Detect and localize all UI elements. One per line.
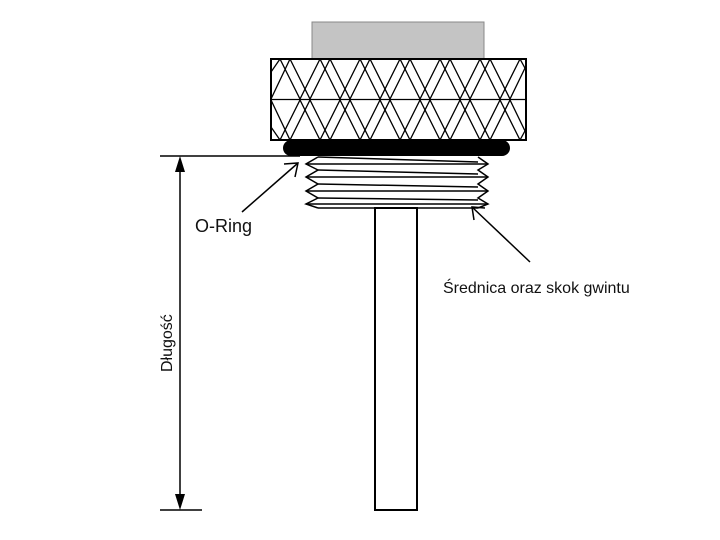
thread-label: Średnica oraz skok gwintu [443, 278, 630, 297]
length-arrow-top [175, 156, 185, 172]
o-ring-label: O-Ring [195, 216, 252, 236]
o-ring [283, 140, 510, 156]
dipstick-shaft [374, 207, 418, 511]
length-dimension [160, 155, 300, 511]
thread-pointer [471, 206, 531, 263]
cap-top [311, 21, 485, 61]
knurled-nut [270, 58, 527, 141]
thread [304, 156, 490, 209]
length-label: Długość [159, 314, 176, 372]
length-arrow-bottom [175, 494, 185, 510]
o-ring-pointer [241, 162, 299, 213]
